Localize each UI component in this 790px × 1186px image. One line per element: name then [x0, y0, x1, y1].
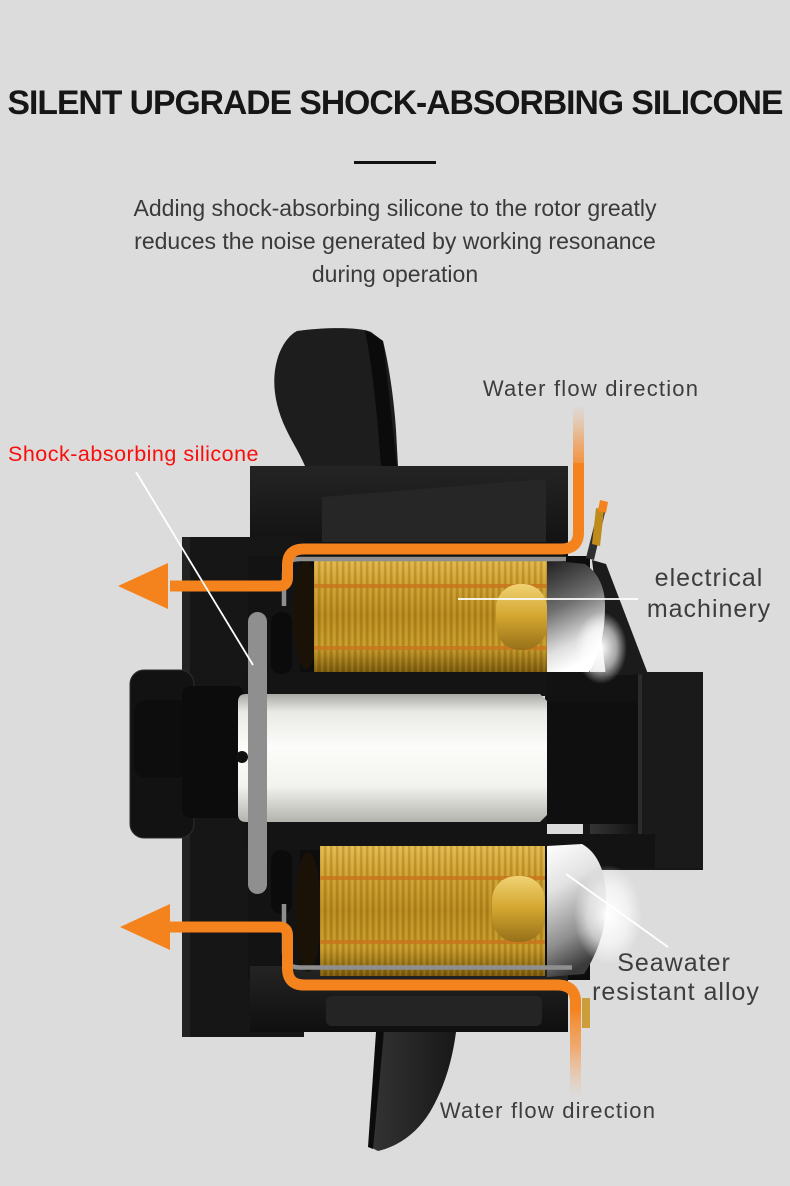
page-title: SILENT UPGRADE SHOCK-ABSORBING SILICONE [7, 84, 784, 122]
flange-orange-cap [598, 500, 608, 513]
rotor-top-band [244, 672, 547, 696]
pump-cross-section-diagram: Water flow direction Shock-absorbing sil… [8, 328, 771, 1151]
rotor-bottom-band [244, 818, 547, 850]
damper-post-bottom [271, 850, 292, 914]
label-water-flow-bottom: Water flow direction [440, 1098, 656, 1123]
winding-end-top [293, 561, 319, 669]
rotor-shaft-stub [540, 702, 640, 824]
title-divider [354, 161, 436, 164]
shaft-nub [134, 700, 188, 778]
housing-lower-recess [326, 996, 542, 1026]
water-flow-path-bottom [120, 904, 581, 1098]
label-electrical-machinery-line1: electrical [655, 564, 764, 592]
seawater-alloy-ring-top [547, 560, 627, 684]
flow-pipe-top [170, 463, 584, 592]
propeller-blade-bottom [368, 1032, 456, 1151]
description-line-1: Adding shock-absorbing silicone to the r… [133, 195, 657, 221]
label-seawater-alloy-line2: resistant alloy [592, 978, 760, 1006]
rotor [236, 694, 547, 822]
housing-upper-recess [322, 479, 546, 542]
leader-line-silicone [135, 471, 254, 666]
label-electrical-machinery-line2: machinery [647, 595, 771, 623]
leader-line-seawater [565, 873, 669, 948]
label-seawater-alloy-line1: Seawater [617, 949, 731, 977]
description-line-2: reduces the noise generated by working r… [134, 228, 656, 254]
propeller-blade-top [274, 328, 398, 466]
rotor-left-hub [182, 686, 244, 818]
flow-arrow-left-bottom-icon [120, 904, 170, 950]
alloy-flange-top [586, 500, 608, 560]
water-flow-path-top [118, 406, 584, 609]
flange-gold-sliver [592, 508, 604, 546]
description: Adding shock-absorbing silicone to the r… [0, 192, 790, 291]
damper-post-top [271, 612, 292, 674]
flow-pipe-bottom [170, 921, 581, 1012]
stator-coil-bottom [320, 846, 545, 976]
header: SILENT UPGRADE SHOCK-ABSORBING SILICONE … [0, 0, 790, 291]
stator-coil-top [314, 558, 547, 672]
rotor-notch [236, 751, 248, 763]
winding-end-bottom [295, 852, 321, 972]
label-shock-absorbing-silicone: Shock-absorbing silicone [8, 442, 259, 466]
shock-absorbing-silicone-pad [248, 612, 267, 894]
label-water-flow-top: Water flow direction [483, 376, 699, 401]
right-column-edge-highlight [638, 672, 642, 868]
flow-arrow-left-top-icon [118, 563, 168, 609]
seawater-alloy-ring-bottom [547, 844, 642, 1028]
alloy-lip-bottom [582, 998, 590, 1028]
description-line-3: during operation [311, 261, 479, 287]
